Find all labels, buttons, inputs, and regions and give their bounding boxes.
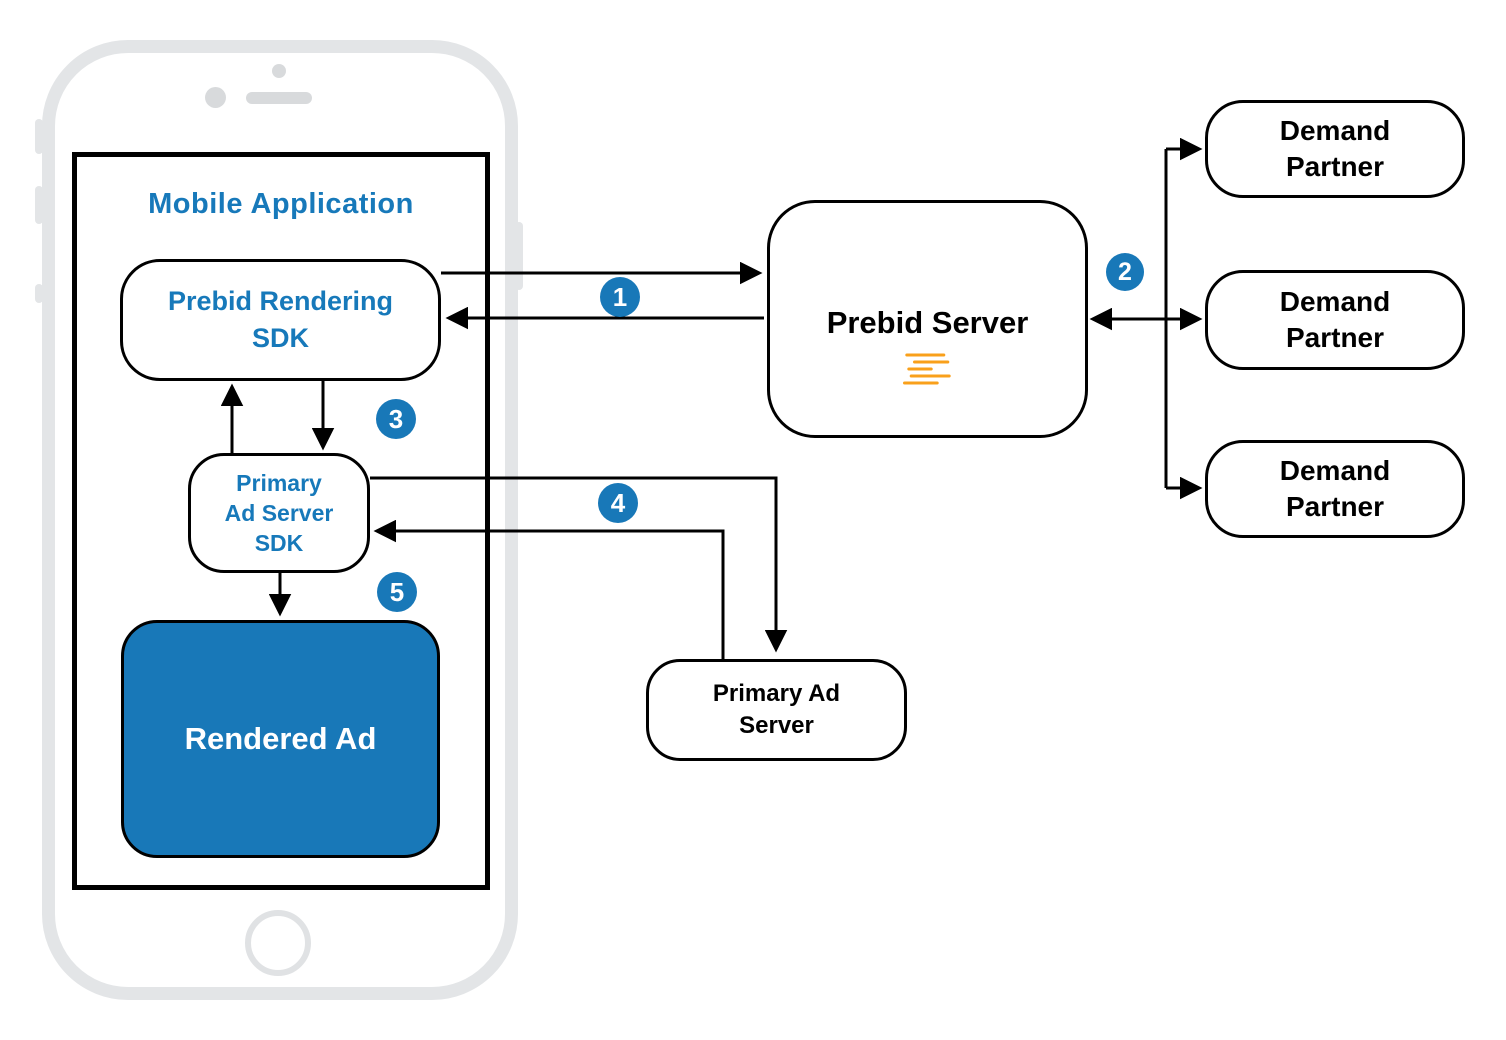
phone-volume-down-button <box>35 284 43 303</box>
step-number: 2 <box>1118 257 1132 286</box>
node-label-line: Server <box>739 712 814 739</box>
phone-sensor-icon <box>205 87 226 108</box>
node-label: Rendered Ad <box>184 720 377 756</box>
mobile-application-title: Mobile Application <box>148 188 414 220</box>
node-primary-ad-server-sdk: Primary Ad Server SDK <box>188 453 370 573</box>
node-demand-partner-2: Demand Partner <box>1205 270 1465 370</box>
step-badge-3: 3 <box>376 399 416 439</box>
step-number: 1 <box>612 281 628 312</box>
node-demand-partner-1: Demand Partner <box>1205 100 1465 198</box>
node-label-line: Demand <box>1279 115 1391 146</box>
node-primary-ad-server: Primary Ad Server <box>646 659 907 761</box>
node-label-line: Partner <box>1285 151 1385 182</box>
step-number: 4 <box>610 487 626 518</box>
node-label-line: SDK <box>251 323 309 353</box>
phone-home-button <box>245 910 311 976</box>
phone-power-button <box>515 222 523 290</box>
phone-speaker-icon <box>246 92 312 104</box>
node-label: Prebid Server <box>826 305 1029 341</box>
phone-camera-icon <box>272 64 286 78</box>
node-prebid-server: Prebid Server <box>767 200 1088 438</box>
node-label-line: Ad Server <box>224 500 334 526</box>
step-badge-5: 5 <box>377 572 417 612</box>
node-label-line: Partner <box>1285 322 1385 353</box>
node-label-line: Prebid Rendering <box>167 286 394 316</box>
step-number: 3 <box>388 403 404 434</box>
node-label-line: Primary Ad <box>712 680 841 707</box>
node-label-line: Demand <box>1279 455 1391 486</box>
phone-mute-switch <box>35 119 43 154</box>
node-label-line: Primary <box>236 470 322 496</box>
phone-volume-up-button <box>35 186 43 224</box>
step-badge-4: 4 <box>598 483 638 523</box>
node-label-line: SDK <box>254 530 304 556</box>
step-badge-2: 2 <box>1106 253 1144 291</box>
step-badge-1: 1 <box>600 277 640 317</box>
node-label-line: Partner <box>1285 491 1385 522</box>
node-label-line: Demand <box>1279 286 1391 317</box>
node-demand-partner-3: Demand Partner <box>1205 440 1465 538</box>
prebid-logo-icon <box>903 353 952 385</box>
node-prebid-rendering-sdk: Prebid Rendering SDK <box>120 259 441 381</box>
step-number: 5 <box>389 576 405 607</box>
node-rendered-ad: Rendered Ad <box>121 620 440 858</box>
